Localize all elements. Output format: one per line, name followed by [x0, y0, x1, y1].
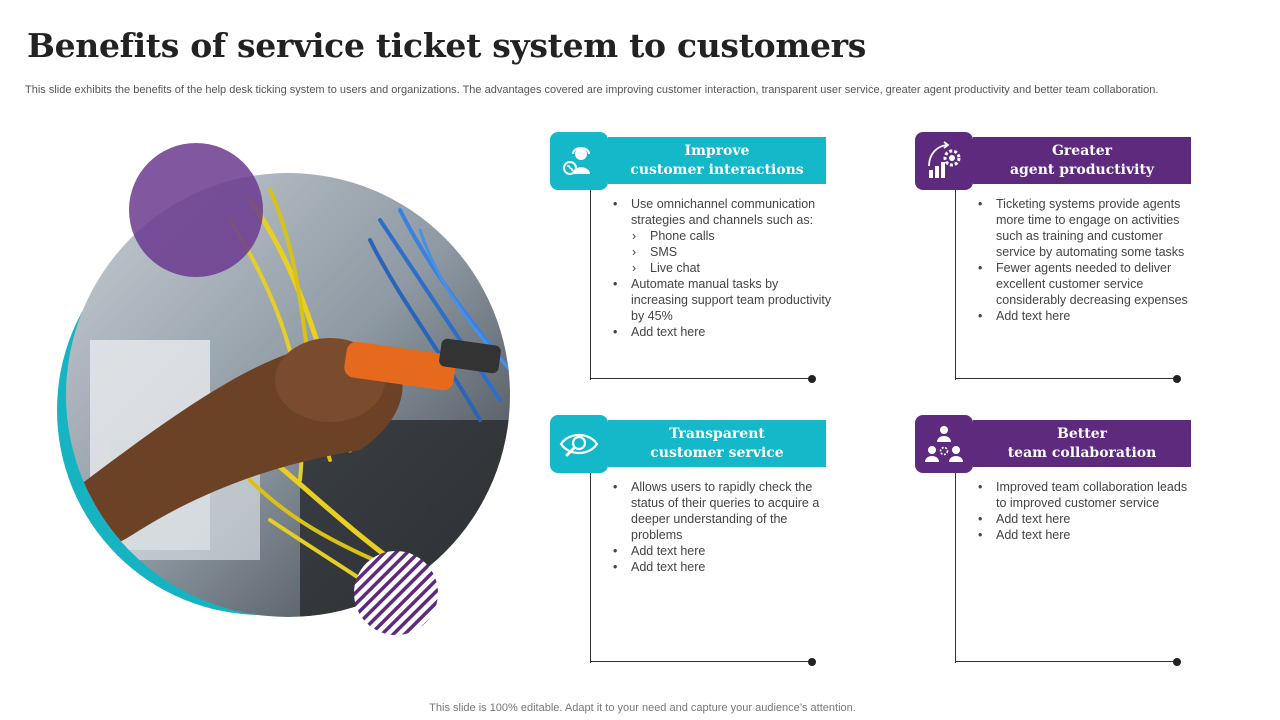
list-subitem: Live chat: [608, 260, 833, 276]
connector-dot: [1173, 658, 1181, 666]
connector-line: [955, 473, 956, 663]
card-title: Better team collaboration: [973, 420, 1191, 467]
connector-dot: [1173, 375, 1181, 383]
technician-photo: [66, 173, 510, 617]
benefit-card-transparent-service: Transparent customer service Allows user…: [550, 415, 850, 675]
connector-line: [955, 661, 1177, 662]
list-item: Automate manual tasks by increasing supp…: [608, 276, 833, 324]
card-title: Improve customer interactions: [608, 137, 826, 184]
connector-dot: [808, 375, 816, 383]
benefit-card-agent-productivity: Greater agent productivity Ticketing sys…: [915, 132, 1215, 392]
bullet-list: Improved team collaboration leads to imp…: [973, 479, 1198, 543]
list-item: Add text here: [973, 511, 1198, 527]
page-subtitle: This slide exhibits the benefits of the …: [25, 84, 1159, 96]
list-subitem: SMS: [608, 244, 833, 260]
page-title: Benefits of service ticket system to cus…: [27, 26, 867, 65]
connector-line: [955, 190, 956, 380]
list-item: Add text here: [608, 559, 833, 575]
connector-line: [590, 190, 591, 380]
benefit-card-customer-interactions: Improve customer interactions Use omnich…: [550, 132, 850, 392]
list-item: Add text here: [608, 324, 833, 340]
list-item: Add text here: [973, 527, 1198, 543]
striped-accent-circle: [354, 551, 438, 635]
connector-line: [590, 473, 591, 663]
list-item: Use omnichannel communication strategies…: [608, 196, 833, 228]
list-item: Fewer agents needed to deliver excellent…: [973, 260, 1198, 308]
connector-line: [955, 378, 1177, 379]
footer-note: This slide is 100% editable. Adapt it to…: [429, 702, 856, 714]
bullet-list: Use omnichannel communication strategies…: [608, 196, 833, 340]
list-item: Add text here: [973, 308, 1198, 324]
list-subitem: Phone calls: [608, 228, 833, 244]
list-item: Allows users to rapidly check the status…: [608, 479, 833, 543]
bullet-list: Allows users to rapidly check the status…: [608, 479, 833, 575]
productivity-gear-chart-icon: [915, 132, 973, 190]
card-title: Greater agent productivity: [973, 137, 1191, 184]
connector-line: [590, 661, 812, 662]
card-title: Transparent customer service: [608, 420, 826, 467]
eye-magnifier-icon: [550, 415, 608, 473]
benefit-card-team-collaboration: Better team collaboration Improved team …: [915, 415, 1215, 675]
connector-line: [590, 378, 812, 379]
list-item: Improved team collaboration leads to imp…: [973, 479, 1198, 511]
purple-accent-circle: [129, 143, 263, 277]
list-item: Add text here: [608, 543, 833, 559]
customer-support-headset-icon: [550, 132, 608, 190]
team-collaboration-icon: [915, 415, 973, 473]
connector-dot: [808, 658, 816, 666]
list-item: Ticketing systems provide agents more ti…: [973, 196, 1198, 260]
bullet-list: Ticketing systems provide agents more ti…: [973, 196, 1198, 324]
hero-photo-illustration: [57, 143, 510, 635]
